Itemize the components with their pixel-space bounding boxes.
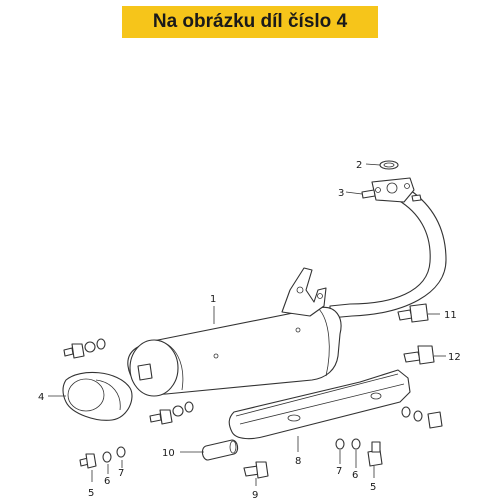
callout-9: 9 bbox=[252, 490, 258, 500]
callout-3: 3 bbox=[338, 188, 344, 199]
spacer-collar bbox=[201, 439, 239, 461]
callout-6-right: 6 bbox=[352, 470, 358, 481]
bolt-right-shield bbox=[401, 406, 443, 429]
bolt-11 bbox=[397, 303, 429, 323]
washers-lower-right bbox=[335, 438, 383, 467]
callout-10: 10 bbox=[162, 448, 175, 459]
muffler-body bbox=[127, 306, 342, 397]
callout-1: 1 bbox=[210, 294, 216, 305]
callout-7-right: 7 bbox=[336, 466, 342, 477]
gasket bbox=[379, 160, 399, 170]
callout-5-right: 5 bbox=[370, 482, 376, 493]
bolt-mid-left bbox=[149, 401, 194, 425]
bolt-lower-left bbox=[79, 446, 126, 469]
callout-12: 12 bbox=[448, 352, 461, 363]
muffler-bracket bbox=[281, 267, 327, 317]
callout-labels: 1 2 3 4 5 5 6 6 7 7 8 9 10 11 12 bbox=[38, 160, 461, 500]
callout-11: 11 bbox=[444, 310, 457, 321]
callout-4: 4 bbox=[38, 392, 44, 403]
muffler-end-cap bbox=[62, 371, 133, 421]
exhaust-flange bbox=[371, 177, 415, 203]
callout-5-left: 5 bbox=[88, 488, 94, 499]
callout-7-left: 7 bbox=[118, 468, 124, 479]
callout-2: 2 bbox=[356, 160, 362, 171]
exhaust-header-pipe bbox=[329, 187, 447, 319]
part-number-banner: Na obrázku díl číslo 4 bbox=[122, 6, 378, 38]
heat-shield bbox=[228, 369, 411, 440]
bolt-upper-left bbox=[63, 338, 106, 359]
banner-title: Na obrázku díl číslo 4 bbox=[152, 11, 348, 32]
callout-6-left: 6 bbox=[104, 476, 110, 487]
callout-8: 8 bbox=[295, 456, 301, 467]
bolt-12 bbox=[403, 345, 435, 365]
stud-bolt bbox=[361, 189, 422, 202]
leader-lines bbox=[48, 163, 446, 486]
bolt-9 bbox=[243, 461, 269, 479]
